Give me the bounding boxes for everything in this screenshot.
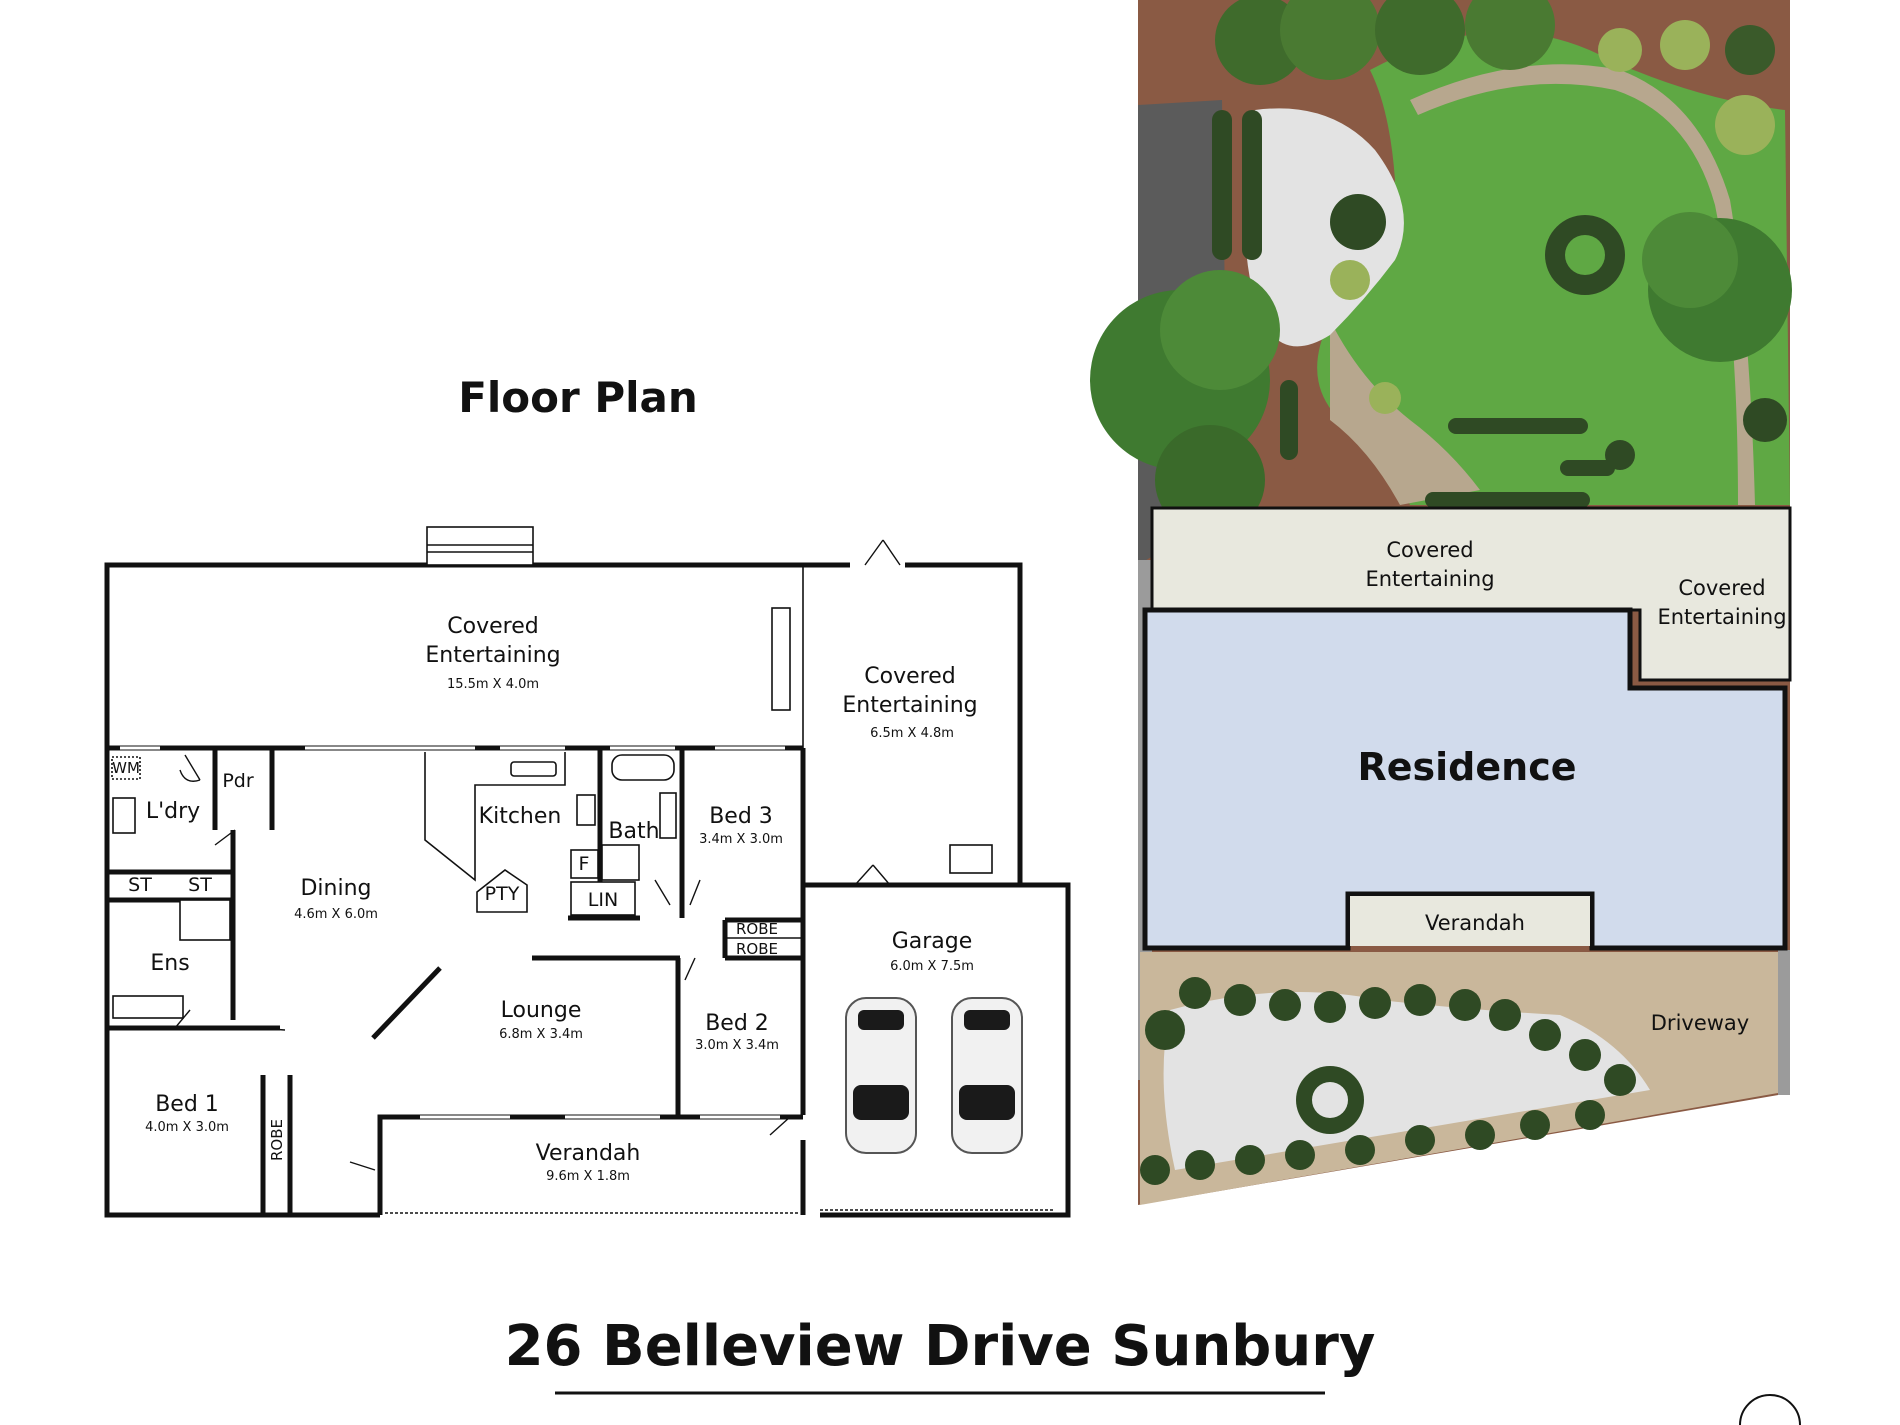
lounge-divider: [371, 966, 442, 1040]
label-bed3: Bed 3: [709, 804, 773, 829]
label-washing-machine: WM: [112, 759, 140, 777]
car-2: [951, 997, 1023, 1154]
fridge-box: [570, 849, 599, 879]
label-bath: Bath: [608, 819, 659, 844]
site-label-residence: Residence: [1357, 745, 1576, 789]
pantry-outline: [476, 869, 528, 913]
dims-bed3: 3.4m X 3.0m: [699, 832, 783, 847]
doors: [174, 539, 901, 1171]
driveway-gravel: [1163, 992, 1650, 1170]
dims-bed1: 4.0m X 3.0m: [145, 1120, 229, 1135]
cooktop: [576, 794, 596, 826]
label-bed2: Bed 2: [705, 1011, 769, 1036]
entry-steps: [426, 526, 534, 566]
label-dining: Dining: [300, 876, 371, 901]
outer-wall-top: [104, 562, 850, 748]
ensuite-vanity: [112, 995, 184, 1019]
dims-covered-entertaining-side: 6.5m X 4.8m: [870, 726, 954, 741]
dims-covered-entertaining-main: 15.5m X 4.0m: [447, 677, 539, 692]
washing-machine-box: [111, 756, 141, 780]
dims-bed2: 3.0m X 3.4m: [695, 1038, 779, 1053]
label-fridge: F: [579, 853, 590, 875]
outer-wall-top-right: [905, 562, 1023, 885]
label-store-1: ST: [128, 874, 152, 896]
ensuite-shower: [179, 899, 231, 941]
driveway-roundabout: [1312, 1082, 1348, 1118]
label-store-2: ST: [188, 874, 212, 896]
site-label-driveway: Driveway: [1651, 1011, 1749, 1035]
linen-box: [570, 881, 636, 916]
label-robe-2: ROBE: [736, 940, 778, 958]
label-robe-1: ROBE: [736, 920, 778, 938]
car-1: [845, 997, 917, 1154]
label-powder: Pdr: [222, 770, 254, 792]
label-bed1: Bed 1: [155, 1092, 219, 1117]
site-residence: [1142, 607, 1788, 951]
hedges: [1212, 110, 1615, 508]
dims-dining: 4.6m X 6.0m: [294, 907, 378, 922]
driveway-shrubs: [1140, 977, 1636, 1185]
bath-vanity: [659, 792, 677, 839]
site-verandah: [1350, 896, 1590, 946]
garden-path-lower: [1330, 320, 1480, 505]
bath-tub: [611, 754, 675, 781]
verandah-wall: [377, 1114, 803, 1215]
dims-verandah: 9.6m X 1.8m: [546, 1169, 630, 1184]
garage-wall: [803, 882, 1071, 1218]
kitchen-bench: [424, 752, 566, 882]
label-robe-3: ROBE: [268, 1119, 286, 1161]
label-pantry: PTY: [485, 883, 520, 905]
sink: [510, 761, 557, 777]
label-linen: LIN: [588, 889, 618, 911]
side-steps: [771, 607, 791, 711]
oven: [949, 844, 993, 874]
laundry-trough: [112, 797, 136, 834]
label-ensuite: Ens: [150, 951, 189, 976]
site-label-verandah: Verandah: [1425, 911, 1525, 935]
label-garage: Garage: [892, 929, 973, 954]
dims-garage: 6.0m X 7.5m: [890, 959, 974, 974]
label-verandah: Verandah: [536, 1141, 641, 1166]
label-kitchen: Kitchen: [479, 804, 562, 829]
label-laundry: L'dry: [146, 799, 200, 824]
north-arrow-icon: [1739, 1394, 1801, 1425]
shower: [601, 844, 640, 881]
floor-plan-title: Floor Plan: [458, 373, 698, 422]
address-title: 26 Belleview Drive Sunbury: [505, 1314, 1376, 1379]
label-lounge: Lounge: [501, 998, 582, 1023]
dims-lounge: 6.8m X 3.4m: [499, 1027, 583, 1042]
side-strip-right: [1778, 950, 1790, 1095]
